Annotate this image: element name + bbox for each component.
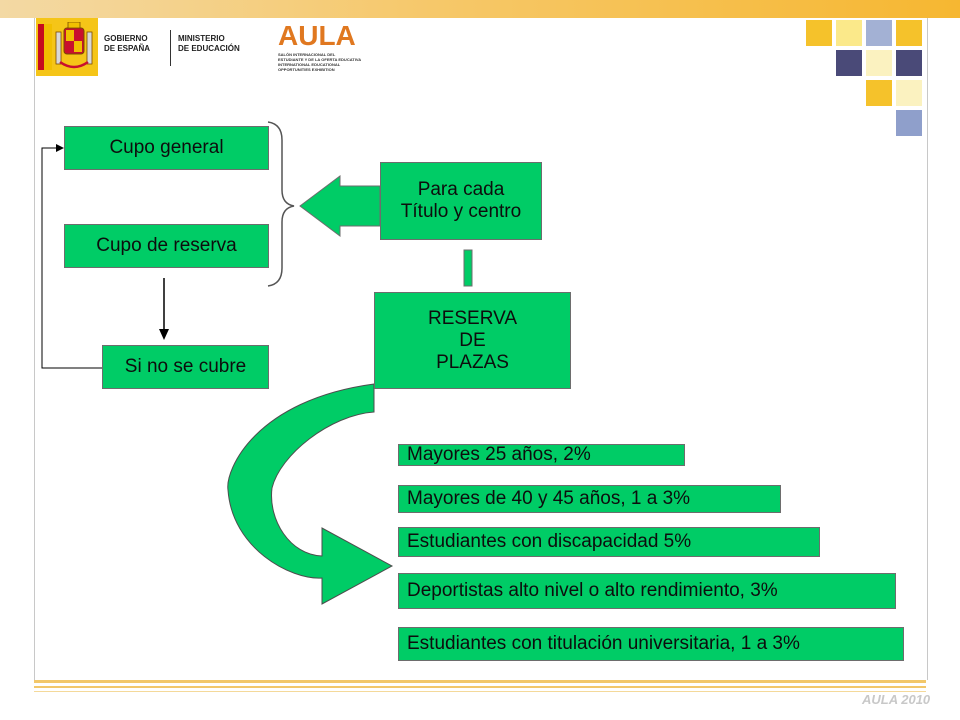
para-cada-box: Para cada Título y centro xyxy=(380,162,542,240)
category-label: Estudiantes con discapacidad 5% xyxy=(407,531,692,552)
footer-stripe xyxy=(34,680,926,683)
decorative-square xyxy=(896,50,922,76)
category-bar: Mayores de 40 y 45 años, 1 a 3% xyxy=(398,485,781,513)
aula-watermark: AULA 2010 xyxy=(862,692,931,707)
category-bar: Deportistas alto nivel o alto rendimient… xyxy=(398,573,896,609)
decorative-square xyxy=(896,80,922,106)
cupo-general-box: Cupo general xyxy=(64,126,269,170)
curved-block-arrow xyxy=(227,383,394,605)
up-block-arrow xyxy=(463,249,473,287)
category-label: Deportistas alto nivel o alto rendimient… xyxy=(407,580,778,601)
curly-brace xyxy=(267,121,295,287)
aula-logo-subtitle: SALÓN INTERNACIONAL DEL ESTUDIANTE Y DE … xyxy=(278,52,362,72)
header-logos: GOBIERNO DE ESPAÑA MINISTERIO DE EDUCACI… xyxy=(36,18,382,76)
footer-stripe xyxy=(34,691,926,692)
cupo-general-label: Cupo general xyxy=(109,137,224,158)
decorative-square xyxy=(896,110,922,136)
reserva-de-plazas-box: RESERVA DE PLAZAS xyxy=(374,292,571,389)
decorative-square xyxy=(836,20,862,46)
reserva-line1: RESERVA xyxy=(427,307,518,329)
gobierno-text: GOBIERNO DE ESPAÑA xyxy=(104,34,151,53)
down-arrowhead xyxy=(159,329,169,340)
si-no-cubre-label: Si no se cubre xyxy=(124,356,247,377)
category-label: Estudiantes con titulación universitaria… xyxy=(407,633,800,654)
left-block-arrow xyxy=(299,175,381,237)
gobierno-logo: GOBIERNO DE ESPAÑA MINISTERIO DE EDUCACI… xyxy=(36,18,272,76)
para-cada-line2: Título y centro xyxy=(400,201,522,222)
cupo-reserva-box: Cupo de reserva xyxy=(64,224,269,268)
decorative-square xyxy=(866,80,892,106)
logo-divider xyxy=(170,30,171,66)
decorative-square xyxy=(866,50,892,76)
reserva-line2: DE xyxy=(459,329,486,351)
top-banner-bar xyxy=(0,0,960,18)
decorative-square xyxy=(896,20,922,46)
ministerio-text: MINISTERIO DE EDUCACIÓN xyxy=(178,34,240,53)
feedback-arrowhead xyxy=(56,144,64,152)
decorative-square xyxy=(836,50,862,76)
coat-of-arms-icon xyxy=(55,22,93,69)
decorative-square xyxy=(806,20,832,46)
category-label: Mayores de 40 y 45 años, 1 a 3% xyxy=(407,488,691,509)
category-bar: Estudiantes con titulación universitaria… xyxy=(398,627,904,661)
cupo-reserva-label: Cupo de reserva xyxy=(96,235,237,256)
spain-flag-icon xyxy=(38,24,52,70)
aula-logo-word: AULA xyxy=(278,20,356,51)
aula-logo: AULA SALÓN INTERNACIONAL DEL ESTUDIANTE … xyxy=(274,18,382,76)
para-cada-line1: Para cada xyxy=(417,179,505,200)
feedback-connector xyxy=(41,147,102,369)
category-label: Mayores 25 años, 2% xyxy=(407,444,591,465)
footer-stripe xyxy=(34,686,926,688)
category-bar: Estudiantes con discapacidad 5% xyxy=(398,527,820,557)
reserva-line3: PLAZAS xyxy=(436,351,509,373)
gobierno-logo-text-area: GOBIERNO DE ESPAÑA MINISTERIO DE EDUCACI… xyxy=(98,18,272,76)
si-no-cubre-box: Si no se cubre xyxy=(102,345,269,389)
category-bar: Mayores 25 años, 2% xyxy=(398,444,685,466)
decorative-square xyxy=(866,20,892,46)
